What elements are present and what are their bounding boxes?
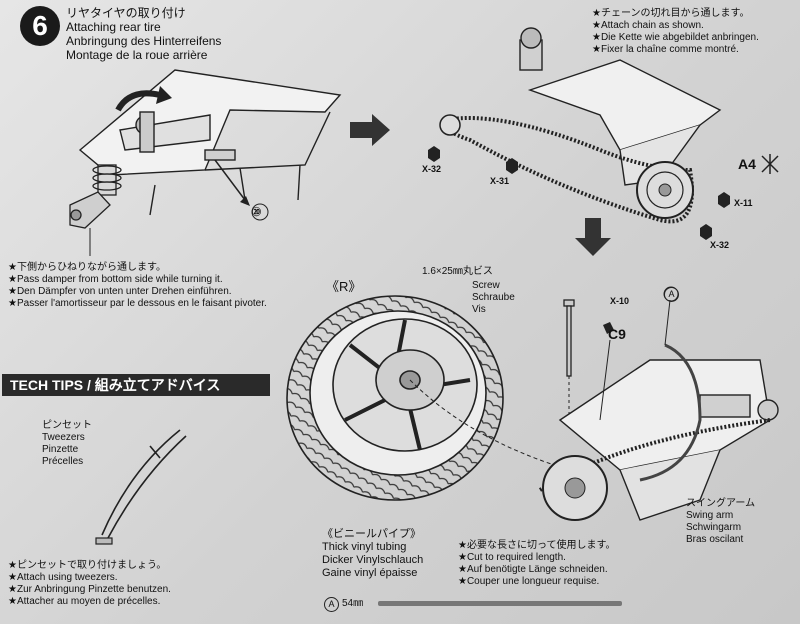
- tweezers-fr: Précelles: [42, 456, 84, 467]
- vinyl-tube-labels: 《ビニールパイプ》 Thick vinyl tubing Dicker Viny…: [322, 528, 423, 580]
- rear-wheel: [286, 295, 504, 501]
- part-c9: C9: [608, 326, 626, 342]
- front-sprocket: [439, 114, 461, 136]
- chain-note: ★チェーンの切れ目から通します。 ★Attach chain as shown.…: [592, 8, 759, 56]
- swing-arm-jp: スイングアーム: [686, 498, 756, 509]
- turn-arrow: [115, 90, 161, 112]
- tweezers-note-jp: ★ピンセットで取り付けましょう。: [8, 560, 167, 571]
- step-arrow-right: [350, 114, 390, 146]
- tube-length: 54㎜: [342, 598, 364, 609]
- tweezers-tool: [101, 429, 187, 539]
- swing-arm-de: Schwingarm: [686, 522, 742, 533]
- part-a4: A4: [738, 156, 756, 172]
- step-arrow-down: [575, 218, 611, 256]
- swing-arm-en: Swing arm: [686, 510, 734, 521]
- chain-note-fr: ★Fixer la chaîne comme montré.: [592, 44, 739, 55]
- part-a-circle: A: [664, 287, 679, 302]
- vinyl-de: Dicker Vinylschlauch: [322, 554, 424, 566]
- swing-arm-bottom: [558, 359, 779, 521]
- title-de: Anbringung des Hinterreifens: [66, 34, 222, 48]
- tweezers-labels: ピンセット Tweezers Pinzette Précelles: [42, 420, 92, 468]
- tech-tips-header: TECH TIPS / 組み立てアドバイス: [2, 374, 270, 396]
- small-screw: [95, 537, 113, 545]
- tube-circle-a: A: [324, 597, 339, 612]
- drive-chain: [442, 116, 694, 224]
- title-fr: Montage de la roue arrière: [66, 48, 208, 62]
- title-jp: リヤタイヤの取り付け: [66, 6, 186, 20]
- screw-size: 1.6×25㎜丸ビス: [422, 266, 493, 277]
- damper-part: [69, 164, 122, 229]
- step-title: リヤタイヤの取り付け Attaching rear tire Anbringun…: [66, 6, 221, 62]
- tweezers-note-en: ★Attach using tweezers.: [8, 572, 118, 583]
- a4-washer-icon: [761, 154, 779, 174]
- damper-note-en: ★Pass damper from bottom side while turn…: [8, 274, 223, 285]
- part-x32-top: X-32: [422, 164, 442, 174]
- tweezers-de: Pinzette: [42, 444, 79, 455]
- tweezers-note: ★ピンセットで取り付けましょう。 ★Attach using tweezers.…: [8, 560, 171, 608]
- screw-en: Screw: [472, 280, 500, 291]
- cut-note-fr: ★Couper une longueur requise.: [458, 576, 600, 587]
- screw-part: [563, 299, 575, 377]
- tube-length-bar: [378, 601, 622, 606]
- damper-note: ★下側からひねりながら通します。 ★Pass damper from botto…: [8, 262, 267, 310]
- damper-note-fr: ★Passer l'amortisseur par le dessous en …: [8, 298, 267, 309]
- screw-fr: Vis: [472, 304, 486, 315]
- part-x10: X-10: [610, 296, 630, 306]
- damper-note-de: ★Den Dämpfer von unten unter Drehen einf…: [8, 286, 232, 297]
- screw-de: Schraube: [472, 292, 515, 303]
- tweezers-note-de: ★Zur Anbringung Pinzette benutzen.: [8, 584, 171, 595]
- chain-note-jp: ★チェーンの切れ目から通します。: [592, 8, 750, 19]
- part-x11: X-11: [734, 198, 753, 208]
- cut-note-de: ★Auf benötigte Länge schneiden.: [458, 564, 608, 575]
- wheel-side-label: 《R》: [326, 279, 362, 294]
- vinyl-jp: 《ビニールパイプ》: [322, 528, 421, 540]
- tweezers-note-fr: ★Attacher au moyen de précelles.: [8, 596, 161, 607]
- cut-note-en: ★Cut to required length.: [458, 552, 566, 563]
- chain-note-de: ★Die Kette wie abgebildet anbringen.: [592, 32, 759, 43]
- damper-note-jp: ★下側からひねりながら通します。: [8, 262, 166, 273]
- swing-arm-fr: Bras oscilant: [686, 534, 744, 545]
- part-x31: X-31: [490, 176, 510, 186]
- cut-note: ★必要な長さに切って使用します。 ★Cut to required length…: [458, 540, 615, 588]
- chain-note-en: ★Attach chain as shown.: [592, 20, 704, 31]
- vinyl-en: Thick vinyl tubing: [322, 541, 407, 553]
- cut-note-jp: ★必要な長さに切って使用します。: [458, 540, 616, 551]
- title-en: Attaching rear tire: [66, 20, 161, 34]
- swing-arm-top-left: [78, 69, 342, 216]
- vinyl-fr: Gaine vinyl épaisse: [322, 567, 418, 579]
- tweezers-jp: ピンセット: [42, 420, 92, 431]
- part-20-label: ⑳: [252, 207, 262, 217]
- swing-arm-top-right: [519, 27, 722, 186]
- swing-arm-labels: スイングアーム Swing arm Schwingarm Bras oscila…: [686, 498, 755, 546]
- tweezers-en: Tweezers: [42, 432, 85, 443]
- step-number: 6: [20, 6, 60, 46]
- part-x32-bottom: X-32: [710, 240, 730, 250]
